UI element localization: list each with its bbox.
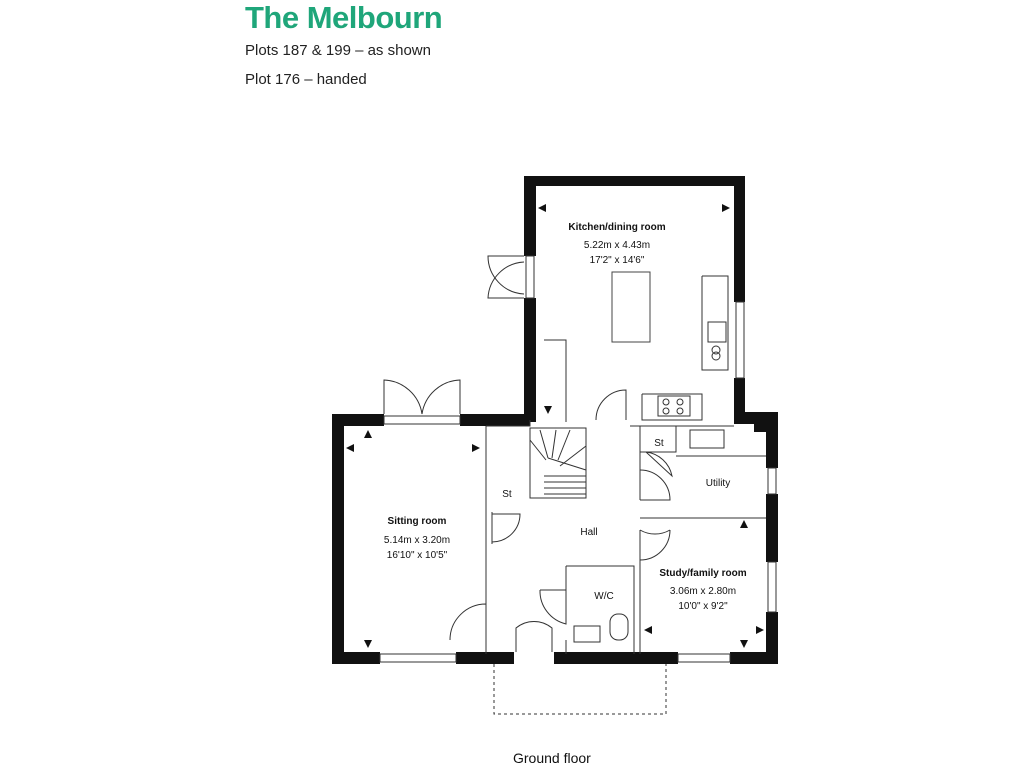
wall-kitchen-left-lower <box>524 298 536 422</box>
dimension-markers <box>346 204 764 648</box>
plots-note: Plots 187 & 199 – as shown <box>245 42 431 59</box>
kitchen-drain-icon <box>711 345 721 355</box>
room-labels: Kitchen/dining room 5.22m x 4.43m 17'2" … <box>384 222 747 612</box>
sitting-name: Sitting room <box>388 516 447 527</box>
kitchen-imperial: 17'2" x 14'6" <box>590 255 645 266</box>
utility-window <box>767 467 777 495</box>
internal-walls <box>485 271 766 715</box>
wall-bottom-2 <box>456 652 514 664</box>
study-window <box>767 561 777 613</box>
page-title: The Melbourn <box>245 0 443 35</box>
kitchen-doors-frame <box>525 255 535 299</box>
kitchen-metric: 5.22m x 4.43m <box>584 240 650 251</box>
utility-sink-icon <box>689 429 725 449</box>
sitting-imperial: 16'10" x 10'5" <box>387 550 448 561</box>
wall-study-right-lower <box>766 612 778 664</box>
wc-name: W/C <box>594 591 613 602</box>
wall-utility-right-upper <box>766 412 778 468</box>
study-metric: 3.06m x 2.80m <box>670 586 736 597</box>
walls <box>332 176 778 664</box>
kitchen-window <box>735 301 745 379</box>
wc-basin-icon <box>573 625 601 643</box>
sitting-window <box>379 653 457 663</box>
study-imperial: 10'0" x 9'2" <box>678 601 728 612</box>
wall-kitchen-left-upper <box>524 176 536 256</box>
hob-icon <box>657 395 691 417</box>
wall-kitchen-right-upper <box>734 176 745 302</box>
doors <box>383 255 673 652</box>
store-hall-name: St <box>502 489 512 500</box>
study-name: Study/family room <box>659 568 746 579</box>
staircase <box>529 427 587 499</box>
kitchen-sink-icon <box>707 321 727 343</box>
kitchen-name: Kitchen/dining room <box>568 222 665 233</box>
wc-toilet-icon <box>609 613 629 641</box>
utility-name: Utility <box>706 478 730 489</box>
wall-sitting-left <box>332 414 344 664</box>
store-utility-name: St <box>654 438 664 449</box>
floor-caption: Ground floor <box>513 750 591 766</box>
wall-sitting-top-left <box>332 414 384 426</box>
wall-bottom-1 <box>332 652 380 664</box>
hall-name: Hall <box>580 527 597 538</box>
fixtures <box>573 321 727 643</box>
handed-note: Plot 176 – handed <box>245 71 367 88</box>
wall-kitchen-right-lower <box>734 378 745 414</box>
wall-study-right-upper <box>766 494 778 562</box>
sitting-metric: 5.14m x 3.20m <box>384 535 450 546</box>
wall-kitchen-top <box>524 176 745 186</box>
wall-bottom-3 <box>554 652 678 664</box>
study-bottom-window <box>677 653 731 663</box>
wall-utility-corner <box>754 424 766 432</box>
wall-sitting-top-right <box>460 414 530 426</box>
sitting-doors-frame <box>383 415 461 425</box>
windows <box>379 255 777 663</box>
